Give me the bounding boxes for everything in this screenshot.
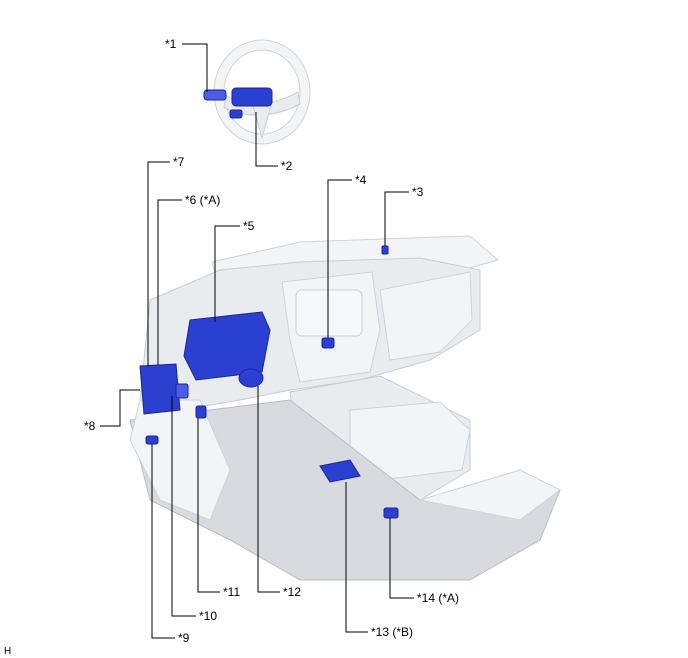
callout-12: *12: [283, 585, 301, 599]
combination-meter-part: [183, 311, 271, 381]
ecu-block-part: [139, 363, 181, 415]
callout-1: *1: [165, 37, 177, 51]
steering-wheel-illustration: [203, 39, 311, 145]
leader-lines: [100, 43, 414, 639]
callout-13: *13 (*B): [371, 625, 413, 639]
callout-labels: *1 *2 *3 *4 *5 *6 (*A) *7 *8 *9 *10 *11 …: [4, 37, 459, 657]
callout-3: *3: [412, 185, 424, 199]
center-switch-part: [321, 337, 335, 349]
callout-11: *11: [223, 585, 240, 599]
callout-5: *5: [243, 219, 255, 233]
small-connector-part: [195, 405, 207, 419]
corner-mark: H: [4, 646, 11, 657]
steering-left-switch-part: [203, 89, 227, 101]
lower-left-part: [145, 435, 159, 445]
floor-sensor-part: [383, 507, 399, 519]
callout-8: *8: [84, 419, 96, 433]
steering-column-part: [238, 368, 264, 388]
steering-switch-part: [231, 87, 273, 107]
highlighted-components: [139, 245, 399, 519]
callout-2: *2: [281, 159, 293, 173]
relay-part: [175, 383, 189, 399]
callout-7: *7: [173, 155, 185, 169]
callout-4: *4: [355, 173, 367, 187]
airbag-sensor-part: [319, 459, 361, 483]
vehicle-interior-illustration: [129, 235, 561, 581]
steering-lower-part: [229, 109, 243, 119]
callout-9: *9: [178, 631, 190, 645]
sensor-part: [381, 245, 389, 255]
callout-10: *10: [199, 609, 217, 623]
callout-6: *6 (*A): [185, 193, 220, 207]
callout-14: *14 (*A): [417, 591, 459, 605]
